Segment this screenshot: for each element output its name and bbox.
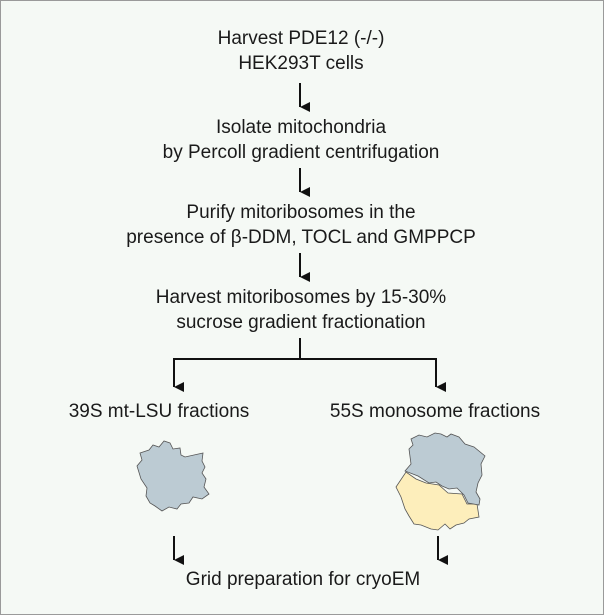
step-2-subtitle: by Percoll gradient centrifugation <box>162 142 440 163</box>
step-2-title: Isolate mitochondria <box>215 117 387 138</box>
step-4-title: Harvest mitoribosomes by 15-30% <box>155 287 447 308</box>
step-3-subtitle: presence of β-DDM, TOCL and GMPPCP <box>126 227 476 248</box>
branch-arrow-left <box>173 358 300 392</box>
step-1-subtitle: HEK293T cells <box>238 53 364 74</box>
final-step-label: Grid preparation for cryoEM <box>185 569 421 590</box>
branch-arrow-right <box>300 358 446 392</box>
step-1-title: Harvest PDE12 (-/-) <box>217 28 385 49</box>
branch-left-label: 39S mt-LSU fractions <box>68 401 250 422</box>
branch-right-label: 55S monosome fractions <box>329 401 541 422</box>
step-4-subtitle: sucrose gradient fractionation <box>176 312 426 333</box>
lsu-shape-right <box>404 432 486 506</box>
lsu-shape-left <box>136 440 210 512</box>
ssu-shape-right <box>395 471 480 531</box>
step-3-title: Purify mitoribosomes in the <box>186 202 416 223</box>
